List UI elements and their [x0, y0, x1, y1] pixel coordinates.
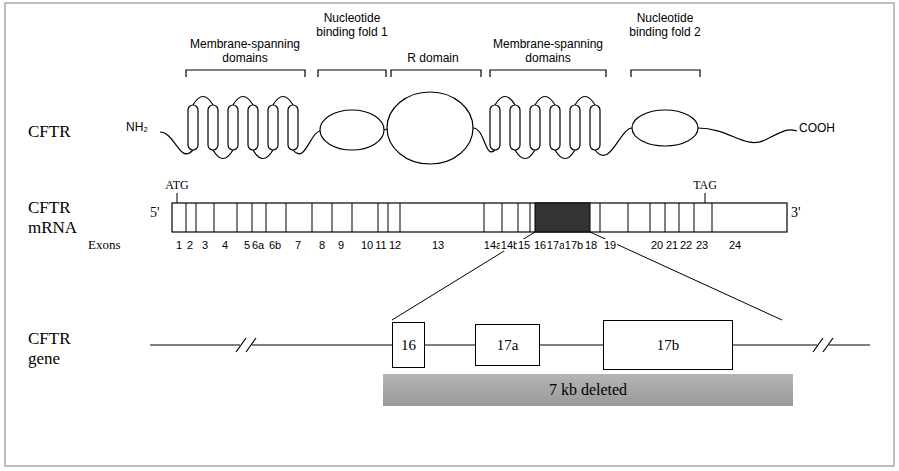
exon-number: 9 [326, 239, 356, 252]
label-text: 23 [695, 239, 709, 251]
label: 5' [150, 205, 170, 221]
label: 3' [791, 205, 811, 221]
label-text: 15 [517, 239, 531, 251]
label-text: 7 [294, 239, 302, 251]
label-text: 12 [388, 239, 402, 251]
exon-number: 19 [595, 239, 625, 252]
frame [5, 3, 894, 466]
label: COOH [799, 122, 859, 136]
exon-box: 17a [475, 324, 540, 366]
label: Membrane-spanning domains [483, 38, 613, 66]
deletion-band: 7 kb deleted [383, 374, 793, 406]
label-text: 11 [374, 239, 387, 251]
label-text: 19 [603, 239, 617, 251]
label-text: 13 [431, 239, 445, 251]
exon-number: 8 [307, 239, 337, 252]
node-text: 16 [401, 337, 416, 354]
label-text: 6b [268, 239, 282, 251]
exon-number: 18 [576, 239, 606, 252]
gene-connector [425, 344, 475, 345]
label-text: 9 [337, 239, 345, 251]
exon-number: 12 [380, 239, 410, 252]
label-text: 16 [533, 239, 547, 251]
label-text: CFTR gene [28, 329, 71, 368]
label: Nucleotide binding fold 2 [628, 12, 702, 40]
label-text: Nucleotide binding fold 1 [316, 11, 387, 39]
exon-number: 3 [190, 239, 220, 252]
label-text: 21 [665, 239, 679, 251]
domain-brackets [186, 70, 700, 77]
label-text: COOH [799, 121, 835, 135]
label-text: 5' [150, 205, 160, 220]
label: TAG [685, 179, 725, 193]
exon-box: 17b [603, 320, 733, 370]
label: NH₂ [126, 121, 166, 135]
label-text: 3' [791, 205, 801, 220]
exon-number: 23 [687, 239, 717, 252]
label-text: 2 [186, 239, 194, 251]
label-text: Nucleotide binding fold 2 [629, 11, 700, 39]
mrna-bar [172, 193, 787, 232]
label-text: 10 [360, 239, 374, 251]
label-text: 8 [318, 239, 326, 251]
label-text: ATG [165, 178, 188, 192]
label-text: R domain [407, 51, 458, 65]
node-text: 17a [497, 337, 519, 354]
label-text: 1 [175, 239, 183, 251]
exon-number: 13 [423, 239, 453, 252]
label-text: NH₂ [126, 120, 148, 134]
label: CFTR [28, 122, 108, 142]
label-text: TAG [693, 178, 717, 192]
label-text: CFTR [28, 122, 71, 141]
label: Exons [88, 238, 138, 253]
zoom-lines [392, 232, 782, 320]
label-text: 4 [221, 239, 229, 251]
exon-number: 6b [260, 239, 290, 252]
protein-domains [320, 92, 698, 164]
label: CFTR mRNA [28, 198, 86, 237]
label-text: 22 [679, 239, 693, 251]
label-text: 17b [564, 239, 584, 251]
label-text: 6a [251, 239, 265, 251]
exon-number: 24 [720, 239, 750, 252]
label-text: 18 [584, 239, 598, 251]
label-text: Exons [88, 237, 121, 252]
label-text: 5 [243, 239, 251, 251]
label: Membrane-spanning domains [180, 38, 310, 66]
label: R domain [388, 52, 478, 66]
node-text: 17b [657, 337, 680, 354]
exon-number: 7 [283, 239, 313, 252]
exon-box: 16 [392, 322, 425, 368]
label: ATG [157, 179, 197, 193]
exon-number: 4 [210, 239, 240, 252]
label: Nucleotide binding fold 1 [315, 12, 389, 40]
node-text: 7 kb deleted [549, 381, 627, 399]
label-text: CFTR mRNA [28, 198, 77, 237]
label-text: 24 [728, 239, 742, 251]
label-text: Membrane-spanning domains [493, 37, 603, 65]
label-text: Membrane-spanning domains [190, 37, 300, 65]
label-text: 3 [201, 239, 209, 251]
gene-connector [540, 344, 603, 345]
protein-chain [160, 97, 797, 159]
label: CFTR gene [28, 329, 86, 368]
label-text: 20 [650, 239, 664, 251]
